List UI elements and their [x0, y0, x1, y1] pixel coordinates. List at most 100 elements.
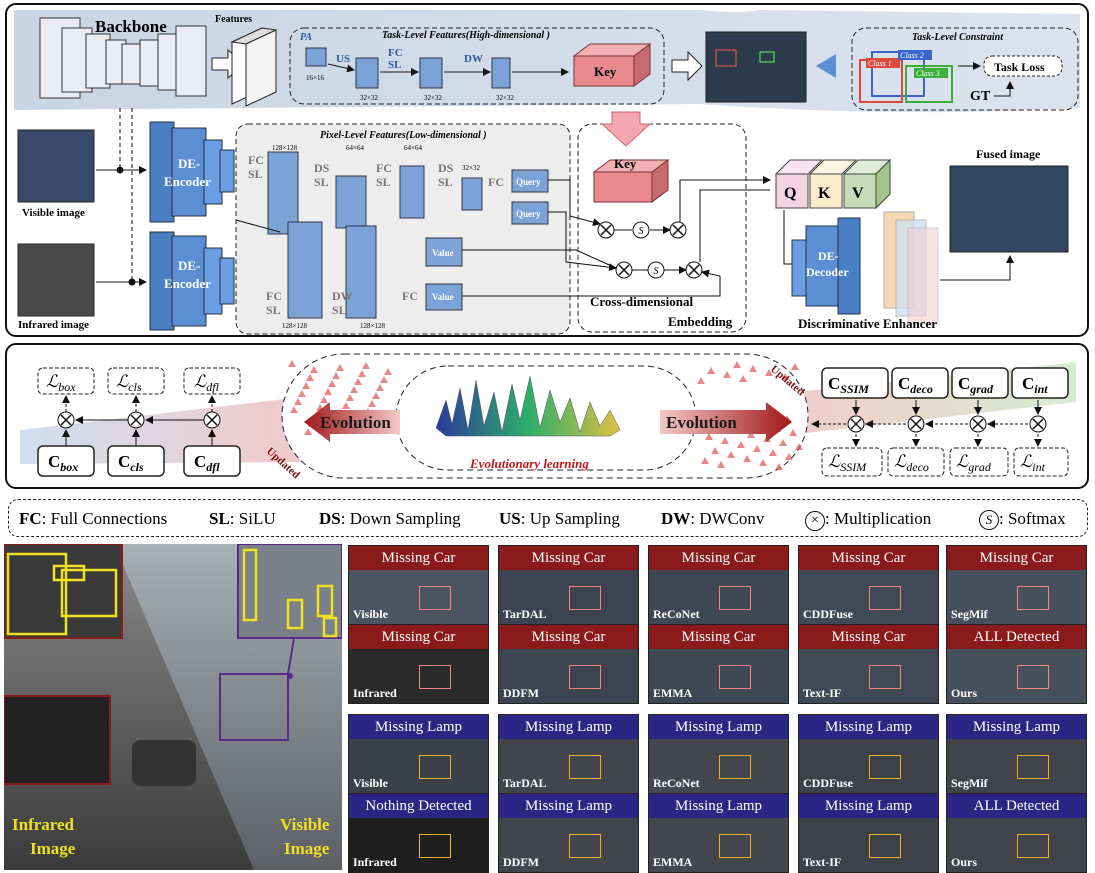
svg-text:Decoder: Decoder: [806, 265, 849, 279]
svg-text:DE-: DE-: [178, 156, 200, 171]
tile-method-label: Visible: [353, 607, 388, 621]
triangle-particle: [332, 372, 340, 379]
detection-box: [569, 755, 601, 779]
backbone-label: Backbone: [95, 17, 167, 36]
triangle-particle: [769, 449, 777, 456]
triangle-particle: [372, 392, 380, 399]
legend-sl: SL: SiLU: [209, 509, 276, 528]
scene-svg: Infrared Image Visible Image: [4, 544, 342, 870]
svg-text:Task-Level Constraint: Task-Level Constraint: [912, 32, 1004, 43]
svg-text:Query: Query: [516, 209, 541, 219]
svg-text:DW: DW: [332, 289, 353, 303]
svg-text:32×32: 32×32: [360, 94, 378, 102]
svg-text:Value: Value: [432, 248, 454, 258]
tile-method-label: TarDAL: [503, 607, 547, 621]
triangle-particle: [320, 396, 328, 403]
triangle-particle: [779, 439, 787, 446]
svg-text:Evolutionary learning: Evolutionary learning: [469, 456, 589, 471]
svg-text:16×16: 16×16: [306, 74, 324, 82]
tile-title: Missing Lamp: [799, 715, 938, 739]
task-feature-blocks: [305, 47, 511, 89]
detection-box: [419, 755, 451, 779]
triangle-particle: [775, 463, 783, 470]
svg-text:64×64: 64×64: [404, 144, 422, 152]
svg-text:Infrared image: Infrared image: [18, 319, 89, 331]
task-level-box: [289, 27, 665, 105]
pixel-feature-blocks: [267, 151, 549, 319]
detection-box: [419, 834, 451, 858]
legend-us: US: Up Sampling: [499, 509, 620, 528]
tile-method-label: Infrared: [353, 686, 397, 700]
task-level-title: Task-Level Features(High-dimensional ): [382, 30, 550, 41]
qkv-blocks: [774, 158, 892, 210]
detection-box: [1017, 834, 1049, 858]
pink-arrow: [600, 111, 652, 147]
svg-text:128×128: 128×128: [282, 322, 307, 330]
detection-box: [719, 834, 751, 858]
triangle-particle: [342, 402, 350, 409]
detection-box: [869, 755, 901, 779]
triangle-particle: [721, 437, 729, 444]
triangle-particle: [328, 380, 336, 387]
svg-text:DE-: DE-: [818, 249, 839, 263]
svg-text:Evolution: Evolution: [666, 413, 737, 432]
right-coeff-group: CSSIM Cdeco Cgrad Cint: [821, 367, 1069, 399]
svg-text:SL: SL: [266, 303, 281, 317]
de-encoder-visible: DE- Encoder: [146, 121, 235, 224]
svg-text:V: V: [852, 185, 864, 202]
svg-text:DS: DS: [438, 161, 454, 175]
svg-text:Class 2: Class 2: [900, 51, 924, 60]
triangle-particle: [288, 360, 296, 367]
triangle-particle: [795, 443, 803, 450]
triangle-particle: [290, 406, 298, 413]
svg-text:FC: FC: [376, 161, 392, 175]
car-shape: [132, 740, 196, 786]
svg-text:Fused image: Fused image: [976, 147, 1041, 161]
detection-box: [1017, 665, 1049, 689]
blue-arrow: [816, 54, 836, 78]
triangle-particle: [791, 363, 799, 370]
svg-text:64×64: 64×64: [346, 144, 364, 152]
scene-comparison: Infrared Image Visible Image: [4, 544, 342, 870]
triangle-particle: [705, 433, 713, 440]
triangle-particle: [324, 388, 332, 395]
task-constraint-box: [851, 27, 1079, 111]
detection-thumbnail: [705, 31, 807, 103]
left-loss-group: ℒbox ℒcls ℒdfl: [37, 367, 241, 395]
svg-text:Evolution: Evolution: [320, 413, 391, 432]
tile-title: Missing Car: [349, 546, 488, 570]
tile-method-label: DDFM: [503, 686, 539, 700]
tile-title: Missing Lamp: [499, 794, 638, 818]
detection-box: [569, 665, 601, 689]
svg-text:SL: SL: [438, 175, 453, 189]
svg-text:DS: DS: [314, 161, 330, 175]
detection-box: [869, 665, 901, 689]
right-loss-group: ℒSSIM ℒdeco ℒgrad ℒint: [821, 447, 1069, 477]
big-arrow-2: [671, 50, 703, 82]
detection-box: [869, 834, 901, 858]
de-decoder: DE- Decoder: [791, 217, 861, 315]
svg-text:FC: FC: [488, 175, 504, 189]
tile-method-label: EMMA: [653, 855, 693, 869]
tile-method-label: Visible: [353, 776, 388, 790]
triangle-particle: [346, 394, 354, 401]
detection-box: [869, 586, 901, 610]
tile-method-label: EMMA: [653, 686, 693, 700]
triangle-particle: [298, 390, 306, 397]
triangle-particle: [781, 373, 789, 380]
svg-text:Q: Q: [784, 185, 796, 202]
ir-inset-bottom: [4, 695, 111, 785]
legend-fc: FC: Full Connections: [19, 509, 168, 528]
tile-title: Nothing Detected: [349, 794, 488, 818]
svg-text:32×32: 32×32: [462, 164, 480, 172]
svg-text:SL: SL: [332, 303, 347, 317]
svg-text:Query: Query: [516, 177, 541, 187]
